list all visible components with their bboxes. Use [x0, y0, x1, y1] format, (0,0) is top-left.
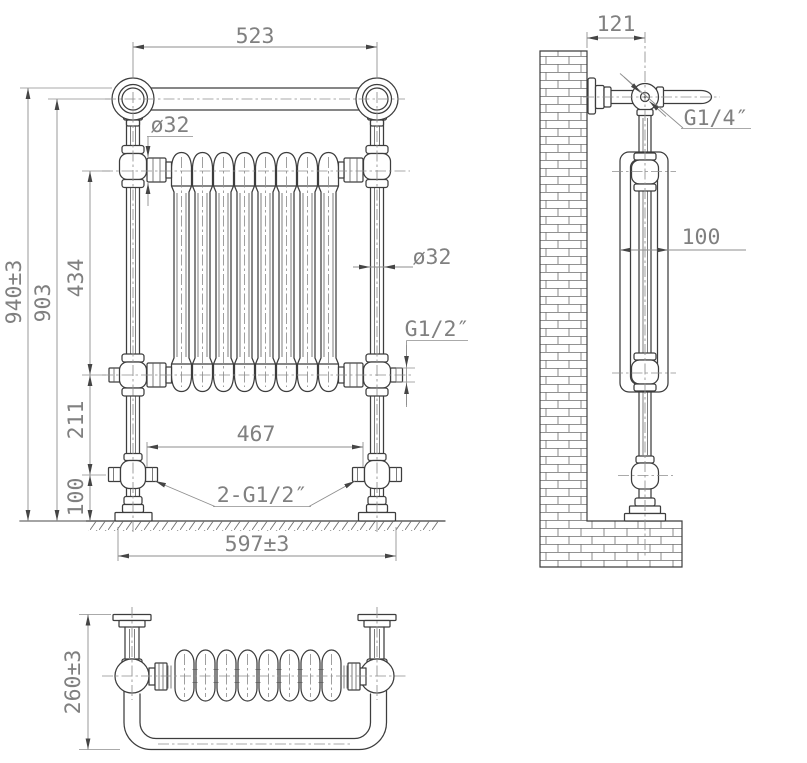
side-wall-and-floor — [539, 50, 683, 568]
side-centerlines — [583, 32, 720, 558]
dim-side-tapping: G1/2″ — [396, 317, 469, 407]
dim-valve-threads-value: 2-G1/2″ — [217, 483, 308, 508]
dim-foot-height: 100 — [64, 474, 106, 521]
dim-rail-length-value: 523 — [236, 24, 275, 49]
dim-foot-height-value: 100 — [64, 478, 89, 517]
dim-nipple-diameter: ø32 — [145, 113, 193, 206]
dim-rail-center-height-value: 903 — [31, 284, 56, 323]
dim-wall-to-centre: 121 — [586, 12, 645, 48]
dim-valve-centres: 467 — [146, 422, 364, 467]
dim-overall-height-value: 940±3 — [2, 260, 27, 325]
dim-core-height-value: 434 — [64, 259, 89, 298]
plan-union-right — [343, 662, 367, 691]
dim-overall-depth: 260±3 — [61, 614, 120, 750]
dim-overall-depth-value: 260±3 — [61, 650, 86, 715]
dim-tube-diameter-value: ø32 — [413, 245, 452, 270]
plan-union-left — [148, 662, 172, 691]
dim-column-depth-value: 100 — [682, 225, 721, 250]
plan-towel-bar — [123, 689, 388, 751]
front-top-connection-right — [337, 144, 392, 189]
dim-air-vent-thread: G1/4″ — [619, 73, 751, 131]
plan-view: 260±3 — [61, 607, 408, 751]
dim-overall-width: 597±3 — [117, 527, 397, 561]
side-radiator-profile — [619, 151, 669, 393]
side-wall-bracket — [587, 77, 605, 115]
front-view: 523 940±3 903 434 211 100 ø32 ø32 — [2, 24, 469, 561]
front-ground-hatch — [88, 521, 438, 531]
dim-core-height: 434 — [64, 170, 110, 375]
dim-lower-height: 211 — [64, 374, 106, 475]
dim-tube-diameter: ø32 — [353, 245, 451, 270]
front-centerlines — [102, 92, 412, 534]
plan-centerlines — [102, 607, 408, 745]
dim-nipple-diameter-value: ø32 — [151, 113, 190, 138]
front-top-connection-left — [118, 144, 173, 189]
dim-wall-to-centre-value: 121 — [597, 12, 636, 37]
dim-valve-threads: 2-G1/2″ — [154, 480, 356, 508]
dim-lower-height-value: 211 — [64, 401, 89, 440]
front-radiator-core — [170, 151, 340, 393]
dim-overall-width-value: 597±3 — [225, 532, 290, 557]
plan-radiator-sections — [174, 649, 342, 702]
dim-overall-height: 940±3 — [2, 87, 112, 522]
dim-valve-centres-value: 467 — [237, 422, 276, 447]
dim-air-vent-thread-value: G1/4″ — [684, 106, 749, 131]
dim-column-depth: 100 — [620, 225, 746, 253]
side-view: 121 G1/4″ 100 — [539, 12, 751, 568]
front-foot-left — [114, 495, 153, 522]
dim-rail-length: 523 — [132, 24, 378, 79]
dim-side-tapping-value: G1/2″ — [405, 317, 470, 342]
dim-rail-center-height: 903 — [31, 98, 110, 521]
